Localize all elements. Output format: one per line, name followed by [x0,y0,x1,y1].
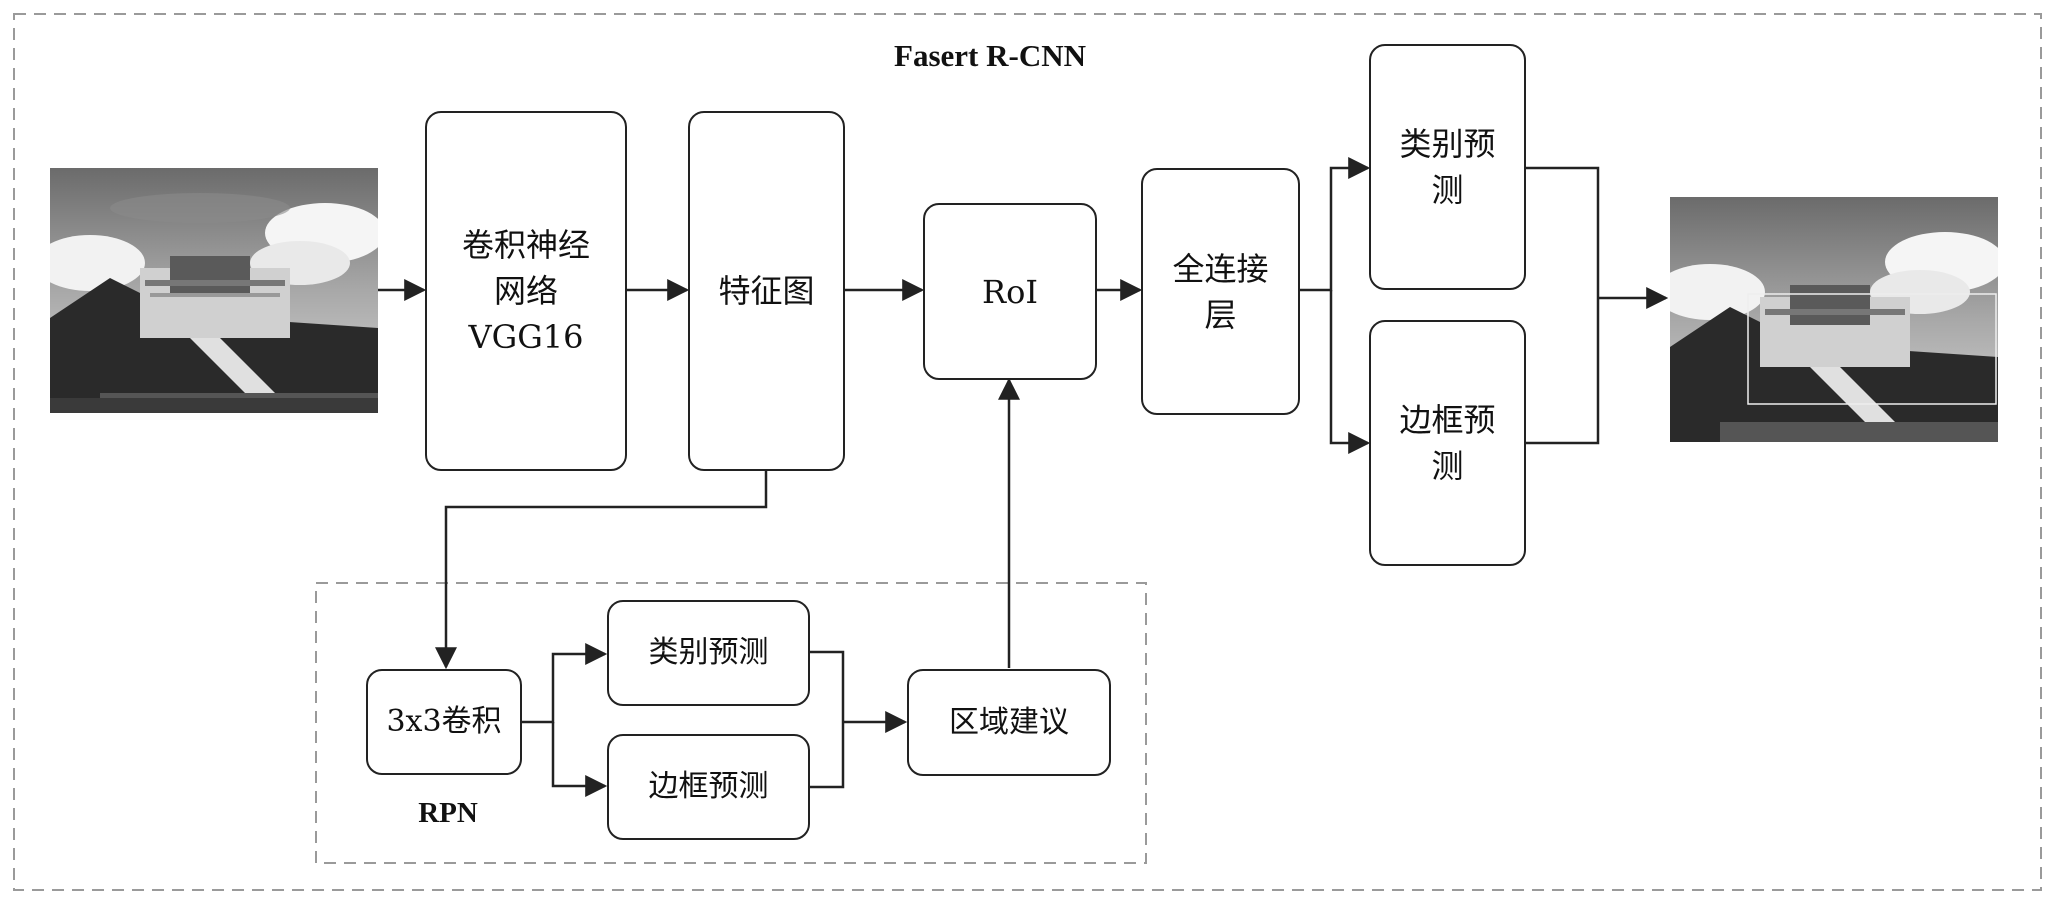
region-proposal-box: 区域建议 [907,669,1111,776]
rpn-class-prediction-label: 类别预测 [648,635,769,670]
line-rpn-merge [810,650,845,789]
rpn-bbox-prediction-label: 边框预测 [648,769,769,804]
class-prediction-label: 类别预 测 [1399,125,1496,209]
rpn-frame-title: RPN [418,797,478,829]
fully-connected-box: 全连接 层 [1141,168,1300,415]
rpn-3x3-conv-label: 3x3卷积 [386,704,502,739]
rpn-3x3-conv-box: 3x3卷积 [366,669,522,775]
rpn-dashed-frame [315,582,1147,864]
input-photo [50,168,378,413]
potala-palace-detected-icon [1670,197,1998,442]
output-photo [1670,197,1998,442]
class-prediction-box: 类别预 测 [1369,44,1526,290]
feature-map-label: 特征图 [718,272,815,310]
cnn-vgg16-box: 卷积神经 网络 VGG16 [425,111,627,471]
outer-frame-title: Fasert R-CNN [894,38,1086,73]
potala-palace-icon [50,168,378,413]
bbox-prediction-label: 边框预 测 [1399,401,1496,485]
arrow-conv-to-rpn-cls [522,643,608,724]
rpn-class-prediction-box: 类别预测 [607,600,810,706]
roi-box: RoI [923,203,1097,380]
feature-map-box: 特征图 [688,111,845,471]
rpn-bbox-prediction-box: 边框预测 [607,734,810,840]
arrow-fc-to-cls [1300,157,1371,292]
roi-label: RoI [982,272,1038,311]
cnn-vgg16-label: 卷积神经 网络 VGG16 [461,226,590,356]
fully-connected-label: 全连接 层 [1172,249,1269,334]
line-cls-to-merge [1526,166,1600,445]
outer-dashed-frame [13,13,2042,891]
arrow-feature-to-rpn [435,470,768,670]
arrow-conv-to-rpn-box [551,722,608,797]
detection-bounding-box [1747,293,1997,405]
arrow-fc-to-box [1329,290,1371,454]
region-proposal-label: 区域建议 [949,704,1069,740]
bbox-prediction-box: 边框预 测 [1369,320,1526,566]
